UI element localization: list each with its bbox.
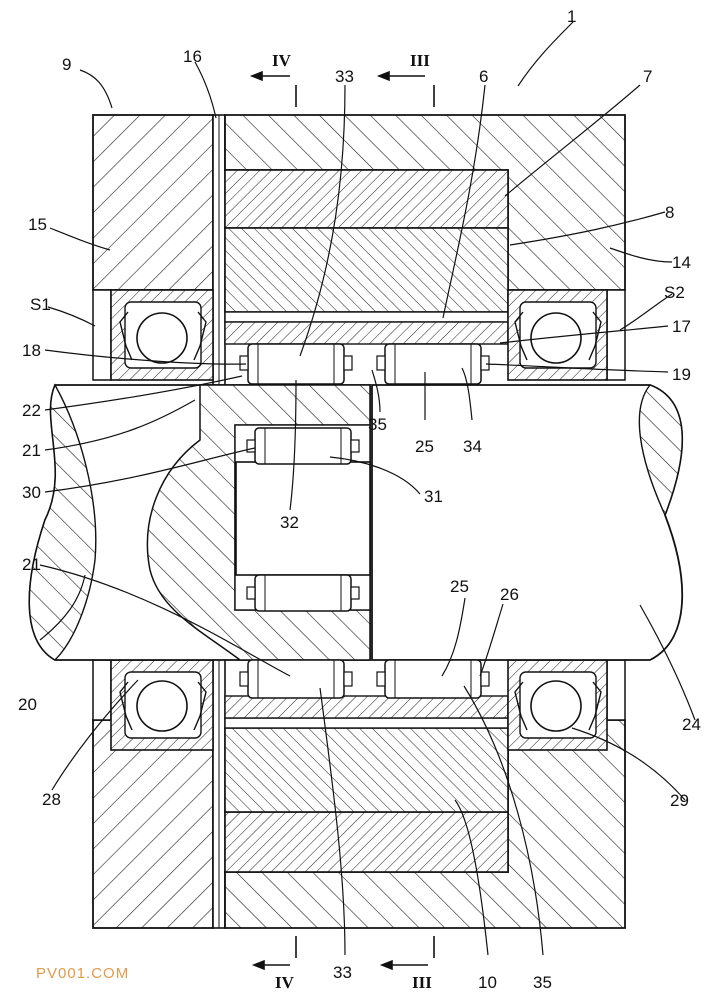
roller-bearing-inner-top [246, 427, 360, 465]
roller-bearing-top-left [239, 343, 353, 385]
stator-top [224, 169, 509, 345]
label-30: 30 [22, 483, 41, 502]
label-14: 14 [672, 253, 691, 272]
label-25-top: 25 [415, 437, 434, 456]
ball-bearing-top-right [507, 289, 608, 381]
section-mark-iv-bottom: IV [275, 973, 295, 992]
watermark: PV001.COM [36, 965, 129, 982]
roller-bearing-inner-bottom [246, 574, 360, 612]
section-lines [249, 70, 435, 971]
label-8: 8 [665, 203, 674, 222]
label-21-bottom: 21 [22, 555, 41, 574]
label-s2: S2 [664, 283, 685, 302]
label-31: 31 [424, 487, 443, 506]
section-mark-iii-bottom: III [412, 973, 432, 992]
label-25-bottom: 25 [450, 577, 469, 596]
label-22: 22 [22, 401, 41, 420]
label-35-top: 35 [368, 415, 387, 434]
ball-bearing-top-left [110, 289, 214, 381]
label-28: 28 [42, 790, 61, 809]
roller-bearing-bottom-right [376, 659, 490, 699]
roller-bearing-top-right [376, 343, 490, 385]
label-32: 32 [280, 513, 299, 532]
label-9: 9 [62, 55, 71, 74]
label-17: 17 [672, 317, 691, 336]
label-21-top: 21 [22, 441, 41, 460]
roller-bearing-bottom-left [239, 659, 353, 699]
label-6: 6 [479, 67, 488, 86]
leader-lines [39, 21, 696, 956]
ball-bearing-bottom-right [507, 659, 608, 751]
label-18: 18 [22, 341, 41, 360]
label-1: 1 [567, 7, 576, 26]
stator-bottom [224, 695, 509, 873]
ball-bearing-bottom-left [110, 659, 214, 751]
label-26: 26 [500, 585, 519, 604]
label-s1: S1 [30, 295, 51, 314]
housing-right [224, 114, 626, 929]
label-34: 34 [463, 437, 482, 456]
reference-labels: 1 9 16 33 6 7 8 15 14 S1 S2 17 18 19 22 … [18, 7, 701, 992]
label-10: 10 [478, 973, 497, 992]
section-mark-iii-top: III [410, 51, 430, 70]
label-20: 20 [18, 695, 37, 714]
label-33-top: 33 [335, 67, 354, 86]
label-16: 16 [183, 47, 202, 66]
label-35-bottom: 35 [533, 973, 552, 992]
label-33-bottom: 33 [333, 963, 352, 982]
label-24: 24 [682, 715, 701, 734]
label-29: 29 [670, 791, 689, 810]
section-mark-iv-top: IV [272, 51, 292, 70]
shaft-right-24 [235, 384, 684, 661]
label-15: 15 [28, 215, 47, 234]
section-marks: IV III IV III [272, 51, 432, 992]
label-19: 19 [672, 365, 691, 384]
label-7: 7 [643, 67, 652, 86]
